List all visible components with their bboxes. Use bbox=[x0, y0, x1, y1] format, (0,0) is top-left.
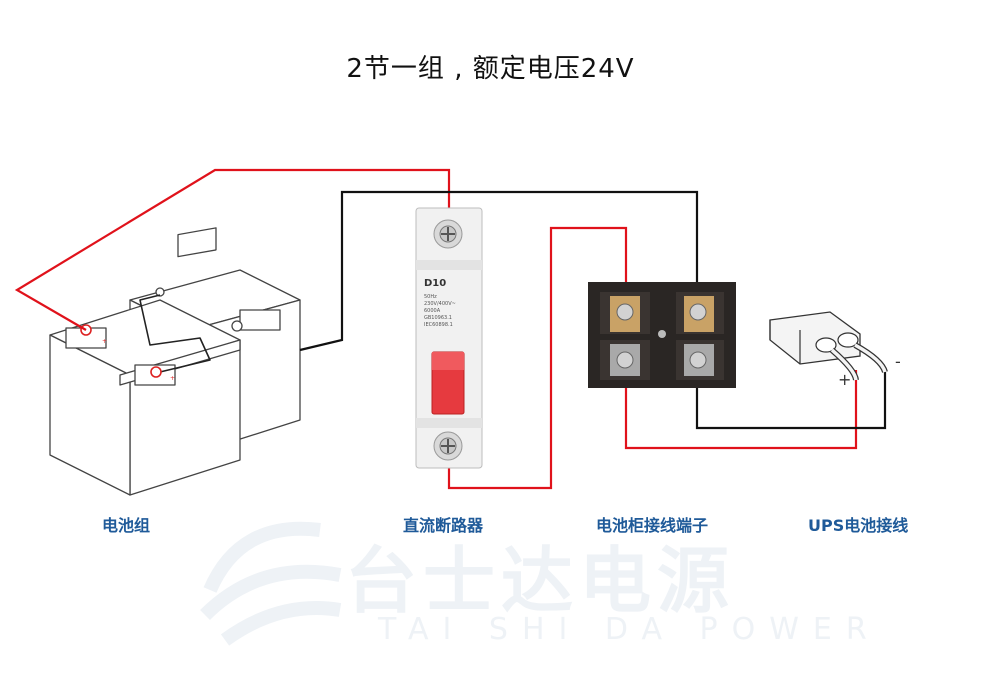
svg-text:+: + bbox=[170, 375, 175, 382]
label-battery-pack: 电池组 bbox=[102, 516, 151, 535]
breaker-spec: IEC60898.1 bbox=[424, 322, 453, 328]
ups-connector bbox=[769, 311, 888, 381]
watermark-english: TAI SHI DA POWER bbox=[378, 612, 881, 647]
battery-pack: + + bbox=[49, 227, 301, 496]
wire-breaker-to-terminal bbox=[447, 226, 628, 490]
ups-plus-sign: + bbox=[838, 370, 852, 389]
breaker-model: D10 bbox=[424, 278, 447, 289]
wire-battery-positive bbox=[14, 168, 451, 331]
wire-terminal-to-ups-negative bbox=[695, 360, 887, 430]
label-ups-wiring: UPS电池接线 bbox=[808, 516, 909, 535]
battery-front bbox=[49, 299, 241, 496]
dc-breaker bbox=[415, 207, 483, 469]
breaker-spec: 230V/400V~ bbox=[424, 301, 456, 307]
cabinet-terminal-block bbox=[588, 282, 736, 388]
breaker-spec: 6000A bbox=[424, 308, 441, 314]
label-cabinet-terminal: 电池柜接线端子 bbox=[596, 516, 709, 535]
negative-wires bbox=[299, 190, 887, 430]
ups-minus-sign: - bbox=[895, 352, 901, 371]
svg-text:+: + bbox=[102, 338, 107, 345]
breaker-spec: 50Hz bbox=[424, 294, 437, 300]
label-dc-breaker: 直流断路器 bbox=[403, 516, 484, 535]
breaker-spec-list: 50Hz 230V/400V~ 6000A GB10963.1 IEC60898… bbox=[424, 294, 456, 329]
wire-terminal-to-ups-positive bbox=[624, 365, 858, 450]
wire-battery-negative bbox=[299, 190, 699, 352]
watermark-chinese: 台士达电源 bbox=[345, 539, 736, 623]
breaker-spec: GB10963.1 bbox=[424, 315, 452, 321]
diagram-title: 2节一组 , 额定电压24V bbox=[346, 54, 635, 84]
positive-wires bbox=[14, 168, 858, 490]
